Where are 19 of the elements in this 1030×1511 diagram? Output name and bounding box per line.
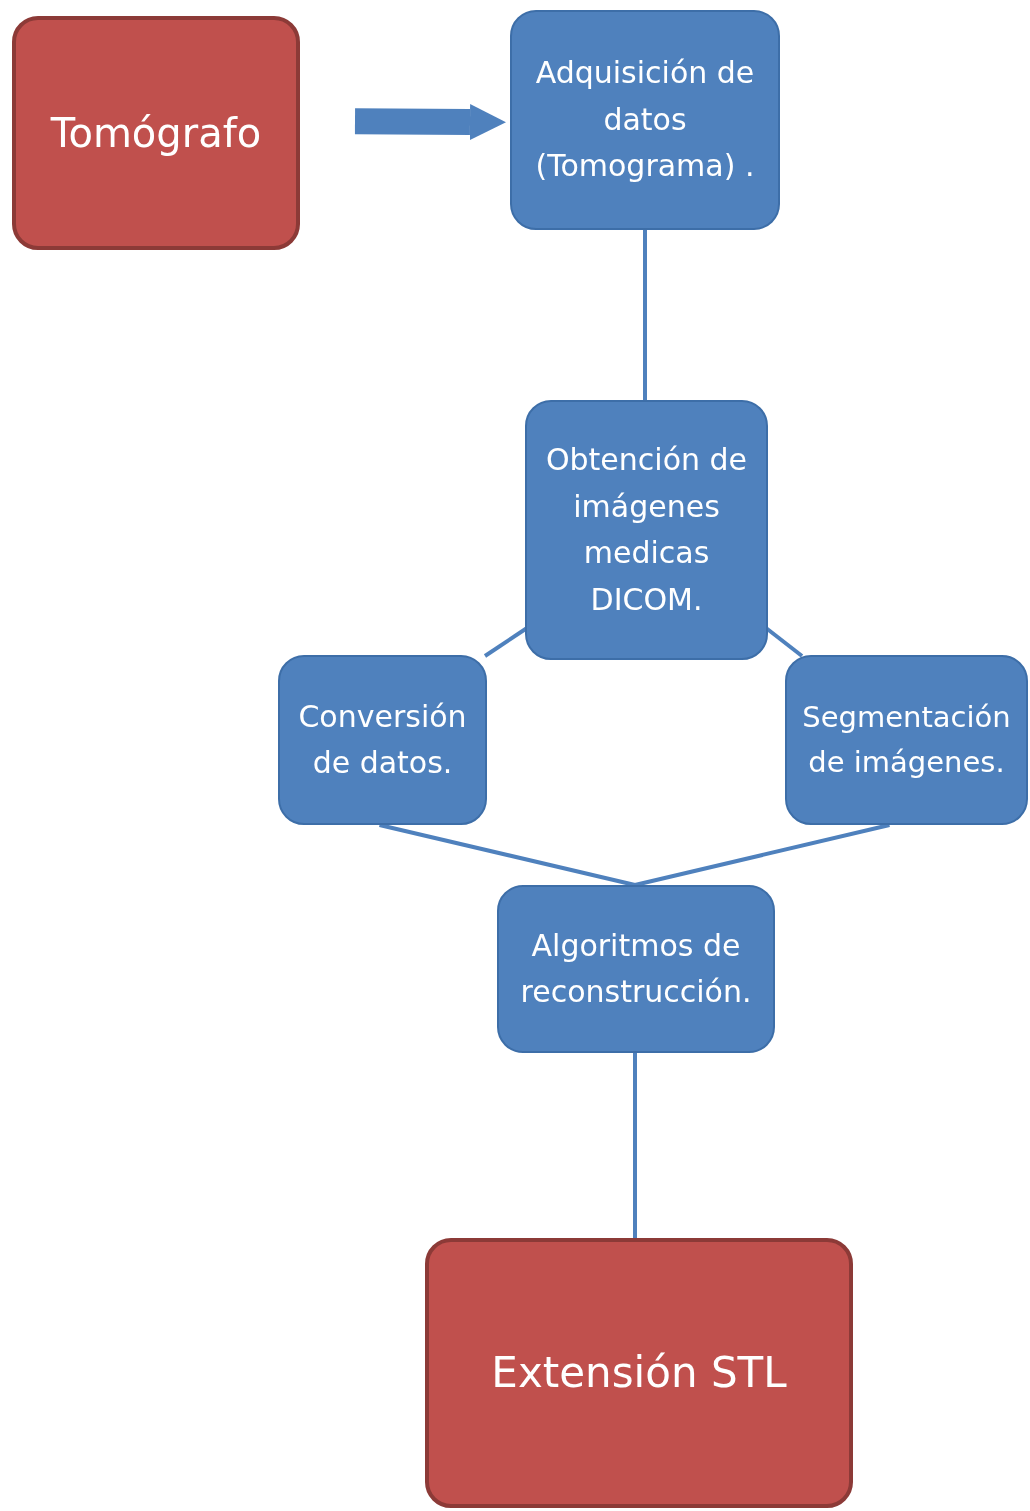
arrow [354,104,506,140]
node-label: Extensión STL [491,1347,787,1400]
node-label: Tomógrafo [50,109,262,158]
node-label: Adquisición de datos (Tomograma) . [534,54,756,186]
terminal-box [425,1238,853,1508]
process-box [278,655,487,825]
process-box [510,10,780,230]
connector-line [633,1053,637,1238]
connector-line [643,230,647,400]
process-box [785,655,1028,825]
connector-line [634,823,890,887]
terminal-box [12,16,300,250]
node-label: Segmentación de imágenes. [801,699,1012,781]
node-label: Algoritmos de reconstrucción. [519,926,753,1011]
node-label: Conversión de datos. [297,697,468,782]
process-box [497,885,775,1053]
node-label: Obtención de imágenes medicas DICOM. [544,441,749,619]
connector-line [379,823,636,887]
process-box [525,400,768,660]
